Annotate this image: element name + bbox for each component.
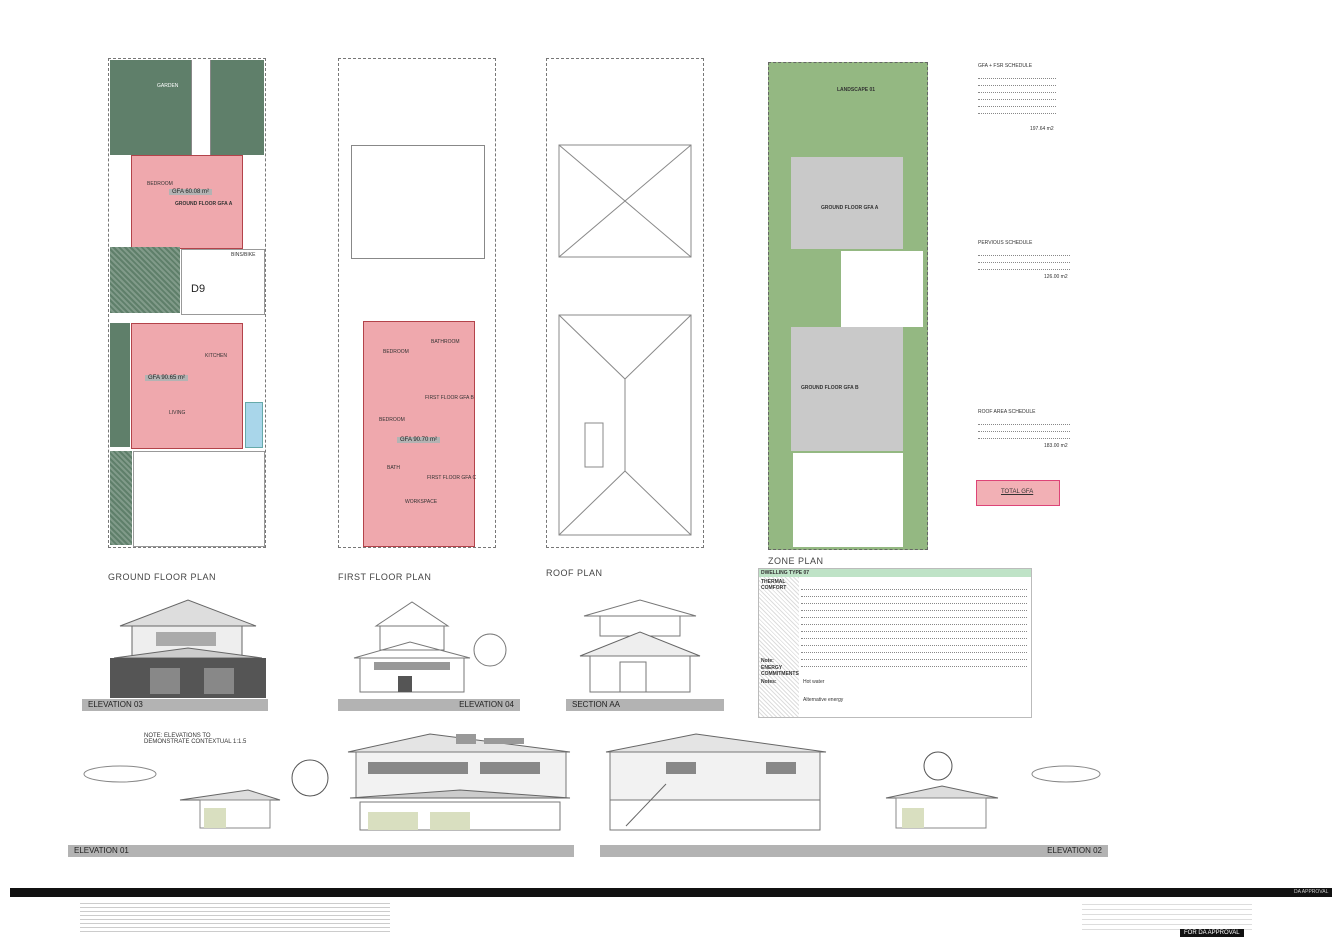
- roof-schedule-total: 183.00 m2: [1044, 443, 1068, 449]
- basix-header: DWELLING TYPE 07: [761, 570, 810, 576]
- title-block-status-top: DA APPROVAL: [1294, 889, 1329, 895]
- total-gfa-box: TOTAL GFA: [976, 480, 1060, 506]
- zone-gfa-a-label: GROUND FLOOR GFA A: [821, 205, 879, 211]
- roof-plan: [546, 58, 704, 548]
- gfa-a-zone: [131, 155, 243, 249]
- bins-label: BINS/BIKE: [231, 252, 256, 258]
- section-aa-bar: SECTION AA: [566, 699, 724, 711]
- hot-water-label: Hot water: [803, 679, 825, 685]
- first-floor-plan-title: FIRST FLOOR PLAN: [338, 572, 432, 582]
- basix-left-column: [759, 577, 799, 717]
- garden-area: [110, 60, 264, 155]
- elevation-02-label: ELEVATION 02: [1047, 846, 1102, 855]
- elevation-04-bar: ELEVATION 04: [338, 699, 520, 711]
- bedroom-label: BEDROOM: [147, 181, 173, 187]
- section-aa-svg: [579, 599, 701, 693]
- first-bathroom-label: BATHROOM: [431, 339, 460, 345]
- first-gfa-c-label: FIRST FLOOR GFA C: [427, 475, 477, 481]
- basix-table: DWELLING TYPE 07 THERMAL COMFORT Note: E…: [758, 568, 1032, 718]
- elevation-01-bar: ELEVATION 01: [68, 845, 574, 857]
- gfa-a-area-tag: GFA 60.08 m²: [169, 189, 213, 195]
- side-garden-left: [110, 323, 130, 447]
- elevation-04-svg: [353, 601, 507, 693]
- pervious-schedule-total: 126.00 m2: [1044, 274, 1068, 280]
- gfa-schedule-total: 197.64 m2: [1030, 126, 1054, 132]
- carport: [133, 451, 265, 547]
- garden-path: [191, 60, 211, 155]
- title-block-status: FOR DA APPROVAL: [1180, 929, 1244, 937]
- alt-energy-label: Alternative energy: [803, 697, 844, 703]
- zone-gfa-a: [791, 157, 903, 249]
- workspace-label: WORKSPACE: [405, 499, 438, 505]
- landscape-label: LANDSCAPE 01: [837, 87, 876, 93]
- first-floor-roof-a: [351, 145, 485, 259]
- roof-plan-title: ROOF PLAN: [546, 568, 603, 578]
- first-floor-plan: BEDROOM BATHROOM FIRST FLOOR GFA B BEDRO…: [338, 58, 496, 548]
- roof-schedule-table: [978, 418, 1070, 439]
- first-bedroom2-label: BEDROOM: [379, 417, 405, 423]
- elevation-01-drawing: [70, 728, 590, 844]
- note-label: Note:: [761, 658, 774, 664]
- first-bath-label: BATH: [387, 465, 400, 471]
- zone-plan-title: ZONE PLAN: [768, 556, 824, 566]
- zone-gfa-b-label: GROUND FLOOR GFA B: [801, 385, 859, 391]
- zone-courtyard: [841, 251, 923, 327]
- zone-gfa-b: [791, 327, 903, 451]
- basix-header-band: DWELLING TYPE 07: [759, 569, 1031, 577]
- section-aa-label: SECTION AA: [572, 700, 621, 709]
- title-block-project-info: [1082, 900, 1252, 930]
- living-label: LIVING: [169, 410, 186, 416]
- elevation-03-svg: [110, 599, 266, 698]
- elevation-01-label: ELEVATION 01: [74, 846, 129, 855]
- elevation-01-svg: [83, 733, 571, 831]
- zone-plan: LANDSCAPE 01 GROUND FLOOR GFA A GROUND F…: [768, 62, 928, 550]
- title-block-notes: [80, 900, 390, 932]
- kitchen-label: KITCHEN: [205, 353, 227, 359]
- elevation-04-drawing: [340, 596, 510, 698]
- deck-area: [181, 249, 265, 315]
- elevation-03-bar: ELEVATION 03: [82, 699, 268, 711]
- elevation-02-bar: ELEVATION 02: [600, 845, 1108, 857]
- gfa-schedule-title: GFA + FSR SCHEDULE: [978, 63, 1033, 69]
- first-gfa-b-label: FIRST FLOOR GFA B: [425, 395, 474, 401]
- elevation-03-drawing: [110, 596, 266, 698]
- garden-label: GARDEN: [157, 83, 179, 89]
- gfa-schedule-table: [978, 72, 1056, 114]
- first-bedroom1-label: BEDROOM: [383, 349, 409, 355]
- thermal-label: THERMAL COMFORT: [761, 579, 787, 591]
- elevation-02-drawing: [596, 728, 1108, 844]
- elevations-note: NOTE: ELEVATIONS TO DEMONSTRATE CONTEXTU…: [144, 733, 247, 745]
- courtyard-paving: [110, 247, 180, 313]
- driveway-label: D9: [191, 283, 206, 295]
- basix-rows: [801, 583, 1027, 667]
- gfa-a-label: GROUND FLOOR GFA A: [175, 201, 233, 207]
- title-block-bar: [10, 888, 1332, 897]
- ground-floor-plan-title: GROUND FLOOR PLAN: [108, 572, 217, 582]
- pool: [245, 402, 263, 448]
- roof-schedule-title: ROOF AREA SCHEDULE: [978, 409, 1036, 415]
- pervious-schedule-table: [978, 249, 1070, 270]
- first-floor-gfa: [363, 321, 475, 547]
- pervious-schedule-title: PERVIOUS SCHEDULE: [978, 240, 1033, 246]
- first-gfa-area-tag: GFA 90.70 m²: [397, 437, 441, 443]
- section-aa-drawing: [560, 596, 720, 698]
- elevation-02-svg: [605, 733, 1101, 831]
- roof-plan-drawing: [558, 144, 692, 536]
- gfa-b-zone: [131, 323, 243, 449]
- front-garden: [110, 451, 132, 545]
- elevation-04-label: ELEVATION 04: [459, 700, 514, 709]
- energy-label: ENERGY COMMITMENTS: [761, 665, 799, 677]
- gfa-b-area-tag: GFA 90.65 m²: [145, 375, 189, 381]
- ground-floor-plan: GARDEN BEDROOM GFA 60.08 m² GROUND FLOOR…: [108, 58, 266, 548]
- zone-front: [793, 453, 903, 547]
- notes-label: Notes:: [761, 679, 777, 685]
- elevation-03-label: ELEVATION 03: [88, 700, 143, 709]
- total-gfa-label: TOTAL GFA: [1001, 489, 1034, 495]
